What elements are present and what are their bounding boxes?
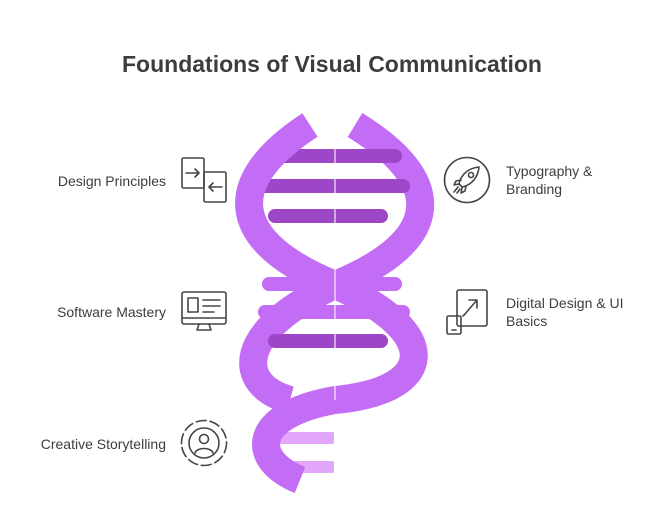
label-digital-design-ui: Digital Design & UI Basics	[506, 295, 624, 329]
label-creative-storytelling: Creative Storytelling	[40, 436, 166, 452]
rung-1	[262, 149, 402, 163]
swap-arrows-icon	[180, 156, 228, 204]
label-typography-branding: Typography & Branding	[506, 163, 593, 197]
label-design-principles: Design Principles	[57, 173, 166, 189]
rocket-icon	[443, 156, 491, 204]
user-circle-icon	[180, 419, 228, 467]
rung-3	[268, 209, 388, 223]
diagram-title: Foundations of Visual Communication	[122, 51, 542, 77]
helix-front-strand	[235, 113, 428, 493]
resize-device-icon	[443, 288, 491, 336]
monitor-layout-icon	[180, 288, 228, 336]
rung-8	[276, 432, 334, 444]
rung-6	[268, 334, 388, 348]
rung-2	[258, 179, 410, 193]
label-software-mastery: Software Mastery	[57, 304, 166, 320]
